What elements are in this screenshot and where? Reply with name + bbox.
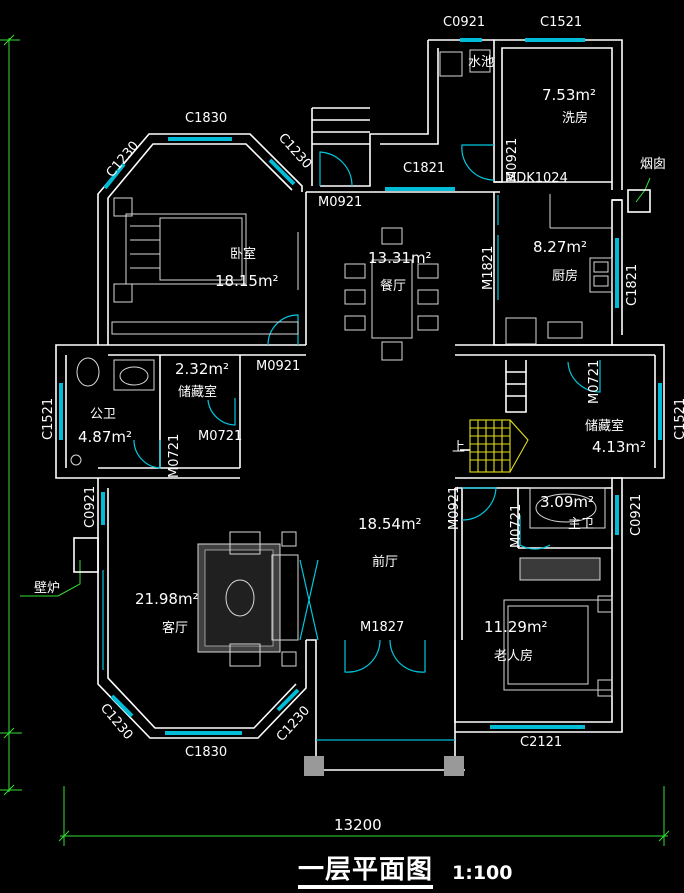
laundry-area: 7.53m² — [542, 86, 596, 104]
dining-area: 13.31m² — [368, 249, 432, 267]
door-tag: M0721 — [198, 429, 242, 444]
bathroom-furniture — [70, 357, 606, 529]
storage-right-name: 储藏室 — [585, 418, 624, 434]
master-bath-name: 主卫 — [568, 517, 594, 532]
drawing-title: 一层平面图 — [298, 855, 434, 889]
living-name: 客厅 — [162, 620, 188, 636]
window-tag: C1521 — [540, 15, 582, 30]
elder-room-name: 老人房 — [494, 648, 533, 664]
living-area: 21.98m² — [135, 590, 199, 608]
door-tag: MDK1024 — [505, 171, 568, 186]
porch-pillars — [304, 756, 464, 776]
bedroom-name: 卧室 — [230, 246, 256, 262]
storage-right-area: 4.13m² — [592, 438, 646, 456]
window-tag: C1830 — [185, 745, 227, 760]
public-bath-name: 公卫 — [90, 407, 116, 422]
door-tag: M0721 — [587, 360, 602, 404]
door-tag: M0921 — [318, 195, 362, 210]
window-tag: C1230 — [104, 139, 143, 181]
window-tag: C1821 — [625, 264, 640, 306]
laundry-furniture — [439, 49, 491, 77]
laundry-name: 洗房 — [562, 110, 588, 126]
window-tag: C1521 — [673, 398, 684, 440]
window-tag: C2121 — [520, 735, 562, 750]
windows — [59, 38, 662, 741]
window-tag: C1230 — [97, 701, 136, 743]
window-tag: C0921 — [443, 15, 485, 30]
kitchen-area: 8.27m² — [533, 238, 587, 256]
elder-room-furniture — [503, 557, 613, 697]
bedroom-area: 18.15m² — [215, 272, 279, 290]
door-tag: M0721 — [167, 434, 182, 478]
room-labels: 卧室 18.15m² 13.31m² 餐厅 8.27m² 厨房 7.53m² 洗… — [34, 55, 666, 664]
dining-name: 餐厅 — [380, 278, 406, 294]
elder-room-area: 11.29m² — [484, 618, 548, 636]
door-tag: M0921 — [447, 486, 462, 530]
doors — [102, 144, 601, 673]
sink-label: 水池 — [468, 55, 494, 70]
door-tag: M0921 — [256, 359, 300, 374]
fireplace-label: 壁炉 — [34, 581, 60, 596]
window-tag: C1821 — [403, 161, 445, 176]
stair-up-label: 上 — [452, 440, 465, 455]
living-furniture — [197, 531, 299, 667]
door-tag: M1827 — [360, 620, 404, 635]
exterior-walls — [55, 39, 665, 771]
window-tag: C1830 — [185, 111, 227, 126]
window-tag: C0921 — [629, 494, 644, 536]
window-tag: C1521 — [41, 398, 56, 440]
kitchen-furniture — [505, 194, 613, 345]
drawing-scale: 1:100 — [452, 862, 513, 884]
door-tag: M0921 — [505, 138, 520, 182]
door-tag: M1821 — [481, 246, 496, 290]
storage-small-area: 2.32m² — [175, 360, 229, 378]
hall-area: 18.54m² — [358, 515, 422, 533]
public-bath-area: 4.87m² — [78, 428, 132, 446]
kitchen-name: 厨房 — [552, 268, 578, 284]
bedroom-furniture — [111, 197, 299, 335]
dining-furniture — [344, 227, 439, 361]
hall-name: 前厅 — [372, 554, 398, 570]
master-bath-area: 3.09m² — [540, 493, 594, 511]
door-tag: M0721 — [509, 504, 524, 548]
overall-dimension: 13200 — [334, 816, 382, 834]
chimney-label: 烟囱 — [640, 157, 666, 172]
staircase — [311, 107, 529, 473]
storage-small-name: 储藏室 — [178, 384, 217, 400]
window-tag: C0921 — [83, 486, 98, 528]
